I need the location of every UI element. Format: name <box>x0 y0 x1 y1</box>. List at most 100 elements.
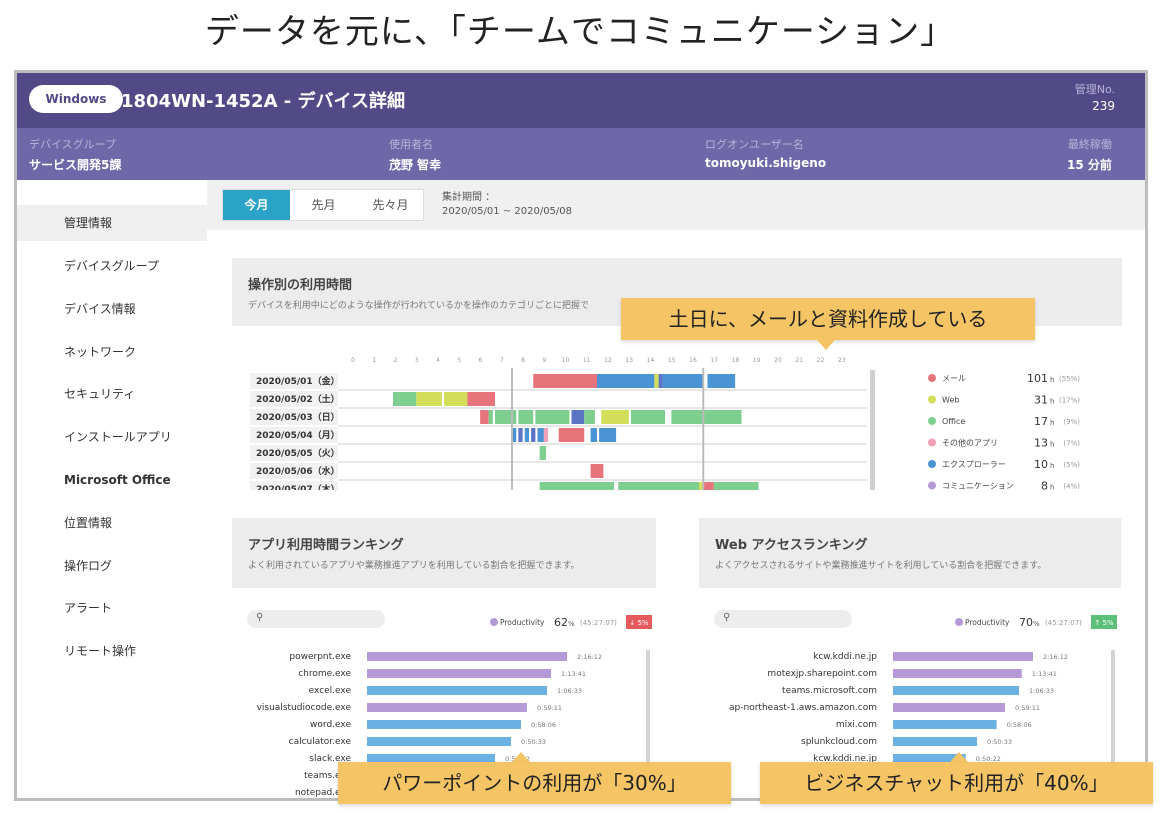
ranking-bar <box>893 737 977 746</box>
app-search-input[interactable]: ⚲ <box>247 610 385 628</box>
ranking-item-label: kcw.kddi.ne.jp <box>813 754 877 764</box>
x-tick-label: 6 <box>479 357 483 364</box>
timeline-segment <box>599 428 617 442</box>
ranking-bar <box>893 720 997 729</box>
timeline-segment <box>495 410 517 424</box>
ranking-item-label: excel.exe <box>309 686 352 696</box>
x-tick-label: 23 <box>838 357 846 364</box>
sidebar-item-microsoft-office[interactable]: Microsoft Office <box>64 473 171 487</box>
period-range: 2020/05/01 ~ 2020/05/08 <box>442 206 573 217</box>
sidebar-item-remote[interactable]: リモート操作 <box>64 644 137 658</box>
info-value: tomoyuki.shigeno <box>705 156 827 170</box>
ranking-bar <box>367 720 521 729</box>
x-tick-label: 21 <box>795 357 803 364</box>
productivity-value: 70 <box>1019 616 1033 629</box>
legend-label: エクスプローラー <box>942 460 1006 469</box>
info-label: デバイスグループ <box>29 138 117 151</box>
x-tick-label: 18 <box>732 357 740 364</box>
ranking-item-label: notepad.exe <box>295 788 352 798</box>
period-tabbar: 今月 先月 先々月 集計期間 ： 2020/05/01 ~ 2020/05/08 <box>207 180 1145 230</box>
sidebar-item-operation-log[interactable]: 操作ログ <box>64 559 113 573</box>
legend-pct: (4%) <box>1063 483 1080 491</box>
tab-two-months-ago[interactable]: 先々月 <box>372 198 409 212</box>
web-ranking-header: Web アクセスランキング よくアクセスされるサイトや業務推進サイトを利用してい… <box>699 518 1121 588</box>
timeline-segment <box>416 392 442 406</box>
productivity-unit: % <box>1033 620 1040 628</box>
sidebar-item-location[interactable]: 位置情報 <box>64 516 113 530</box>
app-ranking-header: アプリ利用時間ランキング よく利用されているアプリや業務推進アプリを利用している… <box>232 518 656 588</box>
legend-dot <box>928 460 936 468</box>
timeline-segment <box>488 410 493 424</box>
ranking-time: 0:59:11 <box>537 704 562 712</box>
productivity-badge <box>626 615 652 629</box>
productivity-time: (45:27:07) <box>580 619 617 627</box>
timeline-segment <box>524 428 529 442</box>
timeline-segment <box>558 428 585 442</box>
ranking-scrollbar <box>1111 650 1115 798</box>
ranking-time: 0:50:33 <box>987 738 1012 746</box>
info-label: 最終稼働 <box>1067 138 1112 151</box>
x-tick-label: 22 <box>817 357 825 364</box>
productivity-unit: % <box>568 620 575 628</box>
legend-value: 31 <box>1034 394 1048 407</box>
timeline-segment <box>662 374 704 388</box>
ranking-item-label: kcw.kddi.ne.jp <box>813 652 877 662</box>
sidebar-item-security[interactable]: セキュリティ <box>64 387 136 401</box>
sidebar-item-network[interactable]: ネットワーク <box>64 345 137 359</box>
tab-this-month[interactable]: 今月 <box>223 190 290 220</box>
ranking-bar <box>367 754 495 763</box>
sidebar-item-device-group[interactable]: デバイスグループ <box>64 259 159 273</box>
x-tick-label: 20 <box>774 357 782 364</box>
web-search-input[interactable]: ⚲ <box>714 610 852 628</box>
legend-pct: (5%) <box>1063 461 1080 469</box>
web-ranking-desc: よくアクセスされるサイトや業務推進サイトを利用している割合を把握できます。 <box>715 561 1047 571</box>
device-header: Windows 1804WN-1452A - デバイス詳細 管理No. 239 <box>17 73 1145 128</box>
row-date-label: 2020/05/02（土） <box>256 393 340 405</box>
productivity-badge-label: ↑ 5% <box>1094 619 1114 627</box>
productivity-badge-label: ↓ 5% <box>629 619 649 627</box>
x-tick-label: 3 <box>415 357 419 364</box>
ranking-time: 1:06:33 <box>1029 687 1054 695</box>
sidebar-item-device-info[interactable]: デバイス情報 <box>64 302 136 316</box>
legend-unit: h <box>1050 376 1054 384</box>
row-date-cell <box>250 391 338 407</box>
callout-powerpoint: パワーポイントの利用が「30%」 <box>338 762 731 804</box>
info-value: 15 分前 <box>1067 158 1112 172</box>
timeline-segment <box>703 410 742 424</box>
row-date-label: 2020/05/04（月） <box>256 430 340 441</box>
productivity-badge <box>1091 615 1117 629</box>
ranking-time: 2:16:12 <box>1043 653 1068 661</box>
device-title: 1804WN-1452A - デバイス詳細 <box>121 91 405 112</box>
timeline-segment <box>671 410 704 424</box>
ranking-bar <box>367 669 551 678</box>
row-date-label: 2020/05/06（水） <box>256 465 340 477</box>
sidebar-item-management[interactable]: 管理情報 <box>17 205 207 241</box>
tab-last-month[interactable]: 先月 <box>311 198 336 212</box>
timeline-segment <box>597 374 655 388</box>
ranking-time: 1:13:41 <box>1032 670 1057 678</box>
ranking-item-label: visualstudiocode.exe <box>257 703 352 713</box>
sidebar-item-installed-apps[interactable]: インストールアプリ <box>64 430 172 444</box>
web-ranking-title: Web アクセスランキング <box>715 538 868 553</box>
search-icon: ⚲ <box>256 612 264 623</box>
row-date-label: 2020/05/07（木） <box>256 483 340 490</box>
ranking-item-label: word.exe <box>310 720 351 730</box>
timeline-segment <box>590 428 597 442</box>
x-tick-label: 0 <box>351 357 355 364</box>
info-device-group: デバイスグループ サービス開発5課 <box>29 136 121 173</box>
ranking-time: 1:06:33 <box>557 687 582 695</box>
x-tick-label: 14 <box>647 357 655 364</box>
productivity-dot <box>490 618 498 626</box>
sidebar-item-alert[interactable]: アラート <box>64 601 113 615</box>
x-tick-label: 17 <box>710 357 718 364</box>
ranking-bar <box>367 703 527 712</box>
productivity-time: (45:27:07) <box>1045 619 1082 627</box>
legend-label: その他のアプリ <box>942 438 998 448</box>
mgmt-no-value: 239 <box>1092 99 1115 113</box>
ranking-item-label: slack.exe <box>309 754 351 764</box>
info-last-active: 最終稼働 15 分前 <box>1067 136 1112 173</box>
legend-unit: h <box>1050 441 1054 449</box>
legend-pct: (9%) <box>1063 418 1080 426</box>
